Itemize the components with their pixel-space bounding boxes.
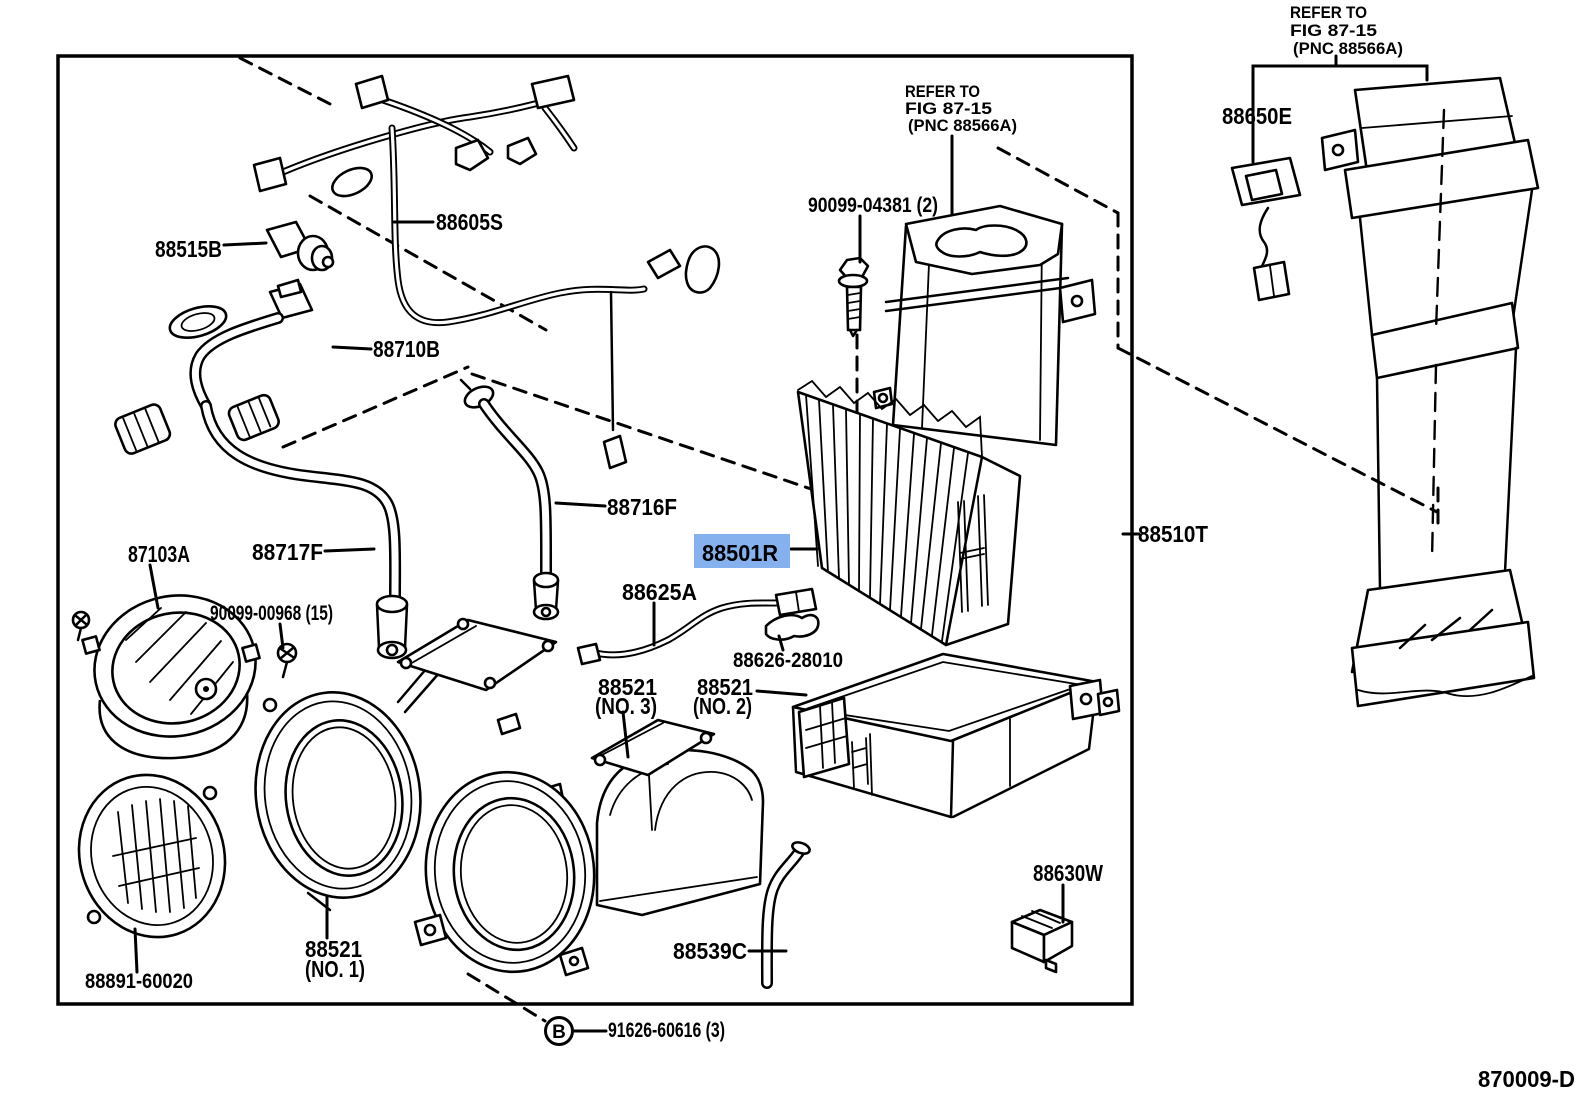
label-case-no3-line2[interactable]: (NO. 3)	[595, 693, 657, 719]
figure-code: 870009-D	[1478, 1066, 1575, 1092]
refer-note-right-line3: (PNC 88566A)	[1293, 39, 1403, 58]
resistor-drawing	[1230, 54, 1429, 302]
label-case-no1-line2[interactable]: (NO. 1)	[305, 956, 365, 982]
relay-drawing	[1010, 908, 1074, 974]
leader-lines	[133, 134, 1141, 1033]
label-case-no2-line1[interactable]: 88521	[697, 674, 753, 700]
label-bolt-case[interactable]: 90099-04381 (2)	[808, 194, 938, 217]
harness-drawing	[252, 74, 721, 470]
label-case-no3-line1[interactable]: 88521	[598, 674, 657, 700]
label-tube[interactable]: 88710B	[373, 336, 440, 362]
dashed-relation-lines	[238, 56, 1440, 1023]
refer-note-right-line2: FIG 87-15	[1290, 21, 1377, 40]
part-labels: REFER TO FIG 87-15 (PNC 88566A) REFER TO…	[85, 3, 1575, 1092]
label-case-no2-line2[interactable]: (NO. 2)	[693, 693, 752, 719]
refer-note-mid-line3: (PNC 88566A)	[908, 116, 1017, 135]
label-evaporator[interactable]: 88501R	[702, 540, 778, 566]
label-blower-motor[interactable]: 87103A	[128, 541, 190, 567]
label-relay[interactable]: 88630W	[1033, 860, 1103, 886]
pipe-coupler	[114, 403, 172, 455]
heater-case-drawing	[413, 712, 765, 977]
mount-bracket-drawing	[396, 617, 558, 692]
pipe-coupler	[227, 393, 280, 442]
thermistor-drawing	[576, 587, 820, 666]
label-pipe-rear[interactable]: 88717F	[252, 539, 323, 565]
clamp-drawing	[764, 613, 820, 641]
evaporator-drawing	[796, 379, 1022, 647]
label-servo[interactable]: 88515B	[155, 236, 222, 262]
label-screw-b[interactable]: 91626-60616 (3)	[608, 1019, 725, 1042]
diagram-frame	[56, 54, 1134, 1006]
blower-motor-drawing	[71, 594, 298, 760]
air-duct-drawing	[1320, 76, 1540, 708]
bracket-no3-drawing	[590, 718, 716, 777]
label-clamp[interactable]: 88626-28010	[733, 649, 843, 672]
marker-b: B	[544, 1016, 574, 1046]
label-unit[interactable]: 88510T	[1138, 521, 1208, 547]
refer-note-mid-line1: REFER TO	[905, 82, 980, 101]
drain-hose-drawing	[760, 841, 811, 989]
label-resistor[interactable]: 88650E	[1222, 103, 1292, 129]
fan-case-no1-drawing	[254, 646, 470, 912]
label-case-no1-line1[interactable]: 88521	[305, 936, 362, 962]
refer-note-right-line1: REFER TO	[1290, 3, 1367, 22]
label-screw-blower[interactable]: 90099-00968 (15)	[210, 602, 333, 625]
label-pipe-front[interactable]: 88716F	[607, 494, 677, 520]
label-harness[interactable]: 88605S	[436, 209, 503, 235]
grille-drawing	[77, 773, 227, 939]
marker-b-letter: B	[552, 1022, 566, 1043]
label-grille[interactable]: 88891-60020	[85, 970, 193, 993]
upper-case-drawing	[837, 204, 1097, 447]
servo-and-pipes-drawing	[114, 220, 560, 660]
highlight-box	[694, 534, 790, 568]
label-thermistor[interactable]: 88625A	[622, 579, 697, 605]
label-drain-hose[interactable]: 88539C	[673, 938, 747, 964]
lower-case-drawing	[791, 652, 1121, 819]
refer-note-mid-line2: FIG 87-15	[905, 99, 992, 118]
